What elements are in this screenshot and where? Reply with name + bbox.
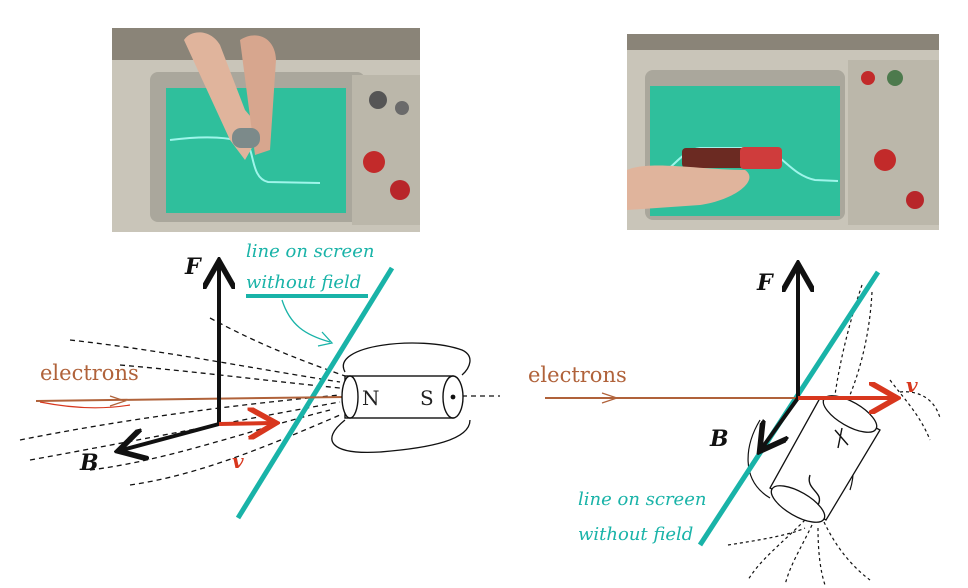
electrons-label-right: electrons xyxy=(528,363,627,387)
electron-beam-left xyxy=(35,396,346,402)
oscilloscope-photo-right xyxy=(627,34,939,230)
bar-magnet-right xyxy=(769,395,881,523)
electrons-label-left: electrons xyxy=(40,361,139,385)
label-pointer-left xyxy=(281,299,331,343)
left-field-diagram: N S F B v electrons line on screen witho… xyxy=(19,241,500,520)
force-label-left: F xyxy=(184,254,202,280)
velocity-label-right: v xyxy=(906,373,918,397)
right-field-diagram: F B v electrons line on screen without f… xyxy=(528,268,941,586)
magnet-south-label: S xyxy=(420,386,434,410)
force-label-right: F xyxy=(756,270,774,296)
velocity-label-left: v xyxy=(232,449,244,473)
screen-line-caption-right-1: line on screen xyxy=(578,489,706,510)
bar-magnet-left: N S xyxy=(341,375,464,419)
field-label-left: B xyxy=(79,450,99,476)
screen-line-left xyxy=(235,266,395,520)
screen-line-caption-right-2: without field xyxy=(578,524,693,545)
oscilloscope-photo-left xyxy=(112,28,420,232)
field-vector-left xyxy=(122,422,220,450)
field-vector-right xyxy=(762,396,800,448)
field-label-right: B xyxy=(709,426,729,452)
magnet-north-label: N xyxy=(362,386,380,410)
screen-line-caption-left-2: without field xyxy=(246,272,361,293)
velocity-vector-left xyxy=(218,423,272,424)
screen-line-caption-left-1: line on screen xyxy=(246,241,374,262)
